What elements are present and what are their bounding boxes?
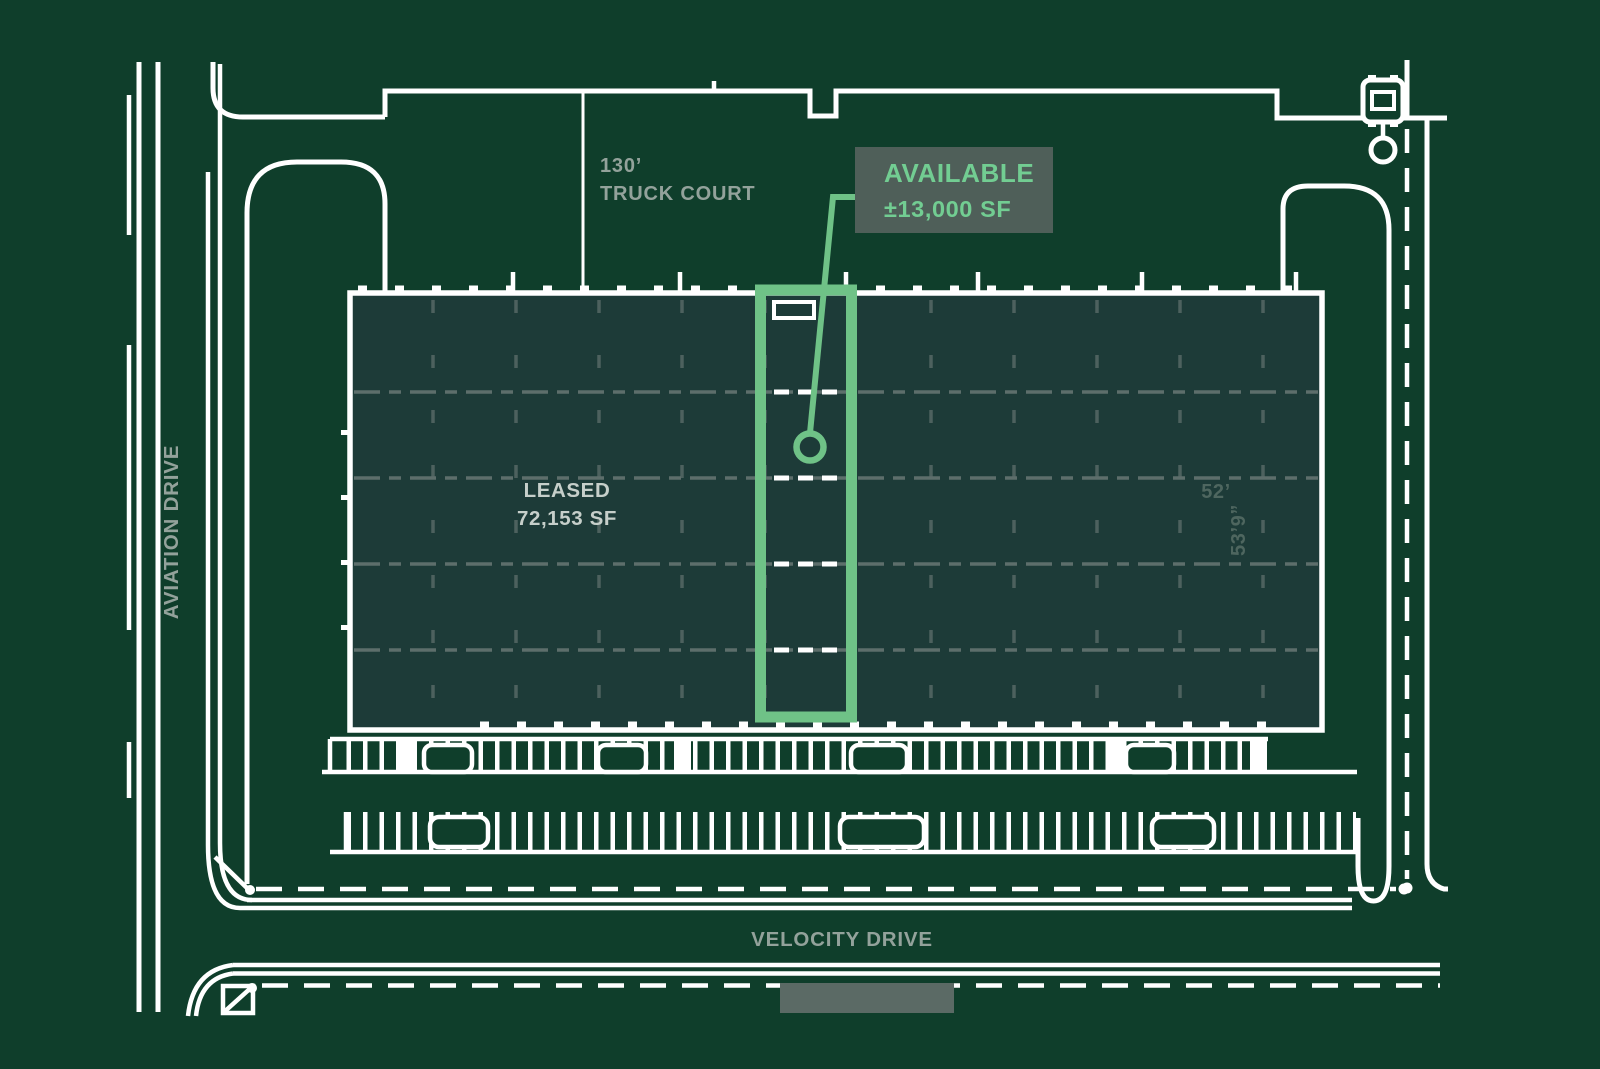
- available-label-bg[interactable]: [855, 147, 1053, 233]
- available-label-box[interactable]: AVAILABLE ±13,000 SF: [855, 147, 1053, 233]
- road-line: [213, 855, 249, 890]
- loop-road-edge: [205, 172, 241, 911]
- parking-island: [837, 814, 927, 850]
- road-node: [245, 885, 255, 895]
- street-name-aviation: AVIATION DRIVE: [160, 445, 183, 619]
- road-node: [247, 983, 257, 993]
- bay-depth-dimension: 53’9”: [1228, 504, 1250, 556]
- dock-pad: [1250, 741, 1267, 771]
- leader-line: [807, 194, 858, 434]
- street-name-velocity: VELOCITY DRIVE: [751, 928, 933, 951]
- wall-ticks: [341, 430, 350, 630]
- leased-title: LEASED: [524, 479, 611, 502]
- road-line: [193, 971, 234, 1017]
- boundary-line: [382, 88, 1447, 121]
- dock-pad: [674, 741, 691, 771]
- dock-pad: [400, 741, 417, 771]
- masked-label-box: [780, 983, 954, 1013]
- available-title: AVAILABLE: [884, 158, 1034, 188]
- truck-court-label: TRUCK COURT: [600, 183, 755, 205]
- target-circle-icon: [793, 430, 827, 464]
- boundary-line: [1424, 118, 1448, 892]
- parking-island: [595, 742, 649, 775]
- parking-loop-edge: [1280, 183, 1392, 904]
- parking-lot: [322, 183, 1392, 904]
- available-bay-highlight[interactable]: [755, 284, 857, 723]
- truck-court-dimension: 130’: [600, 155, 642, 177]
- bay-entry-detail: [772, 300, 816, 320]
- parking-island: [848, 742, 910, 775]
- column-ticks: [510, 272, 1299, 293]
- road-node: [1398, 883, 1410, 895]
- parking-island: [421, 742, 475, 775]
- dock-pad: [1106, 741, 1123, 771]
- bay-width-dimension: 52’: [1201, 481, 1231, 503]
- available-bay[interactable]: [755, 284, 857, 723]
- building-footprint: [347, 290, 1325, 733]
- road-line: [185, 962, 234, 1017]
- bay-grid-dashes: [774, 389, 838, 653]
- parking-island: [427, 814, 491, 850]
- boundary-line: [210, 62, 385, 120]
- road-lines: [126, 60, 1448, 1017]
- parking-island: [1149, 814, 1217, 850]
- transformer-icon: [1360, 75, 1406, 165]
- truck-court-lines: [244, 91, 1299, 884]
- loop-road-edge: [217, 64, 253, 903]
- leased-size: 72,153 SF: [517, 507, 617, 530]
- parking-island: [1123, 742, 1177, 775]
- available-size: ±13,000 SF: [884, 196, 1011, 222]
- truck-court-edge: [244, 159, 388, 884]
- building: [341, 285, 1325, 733]
